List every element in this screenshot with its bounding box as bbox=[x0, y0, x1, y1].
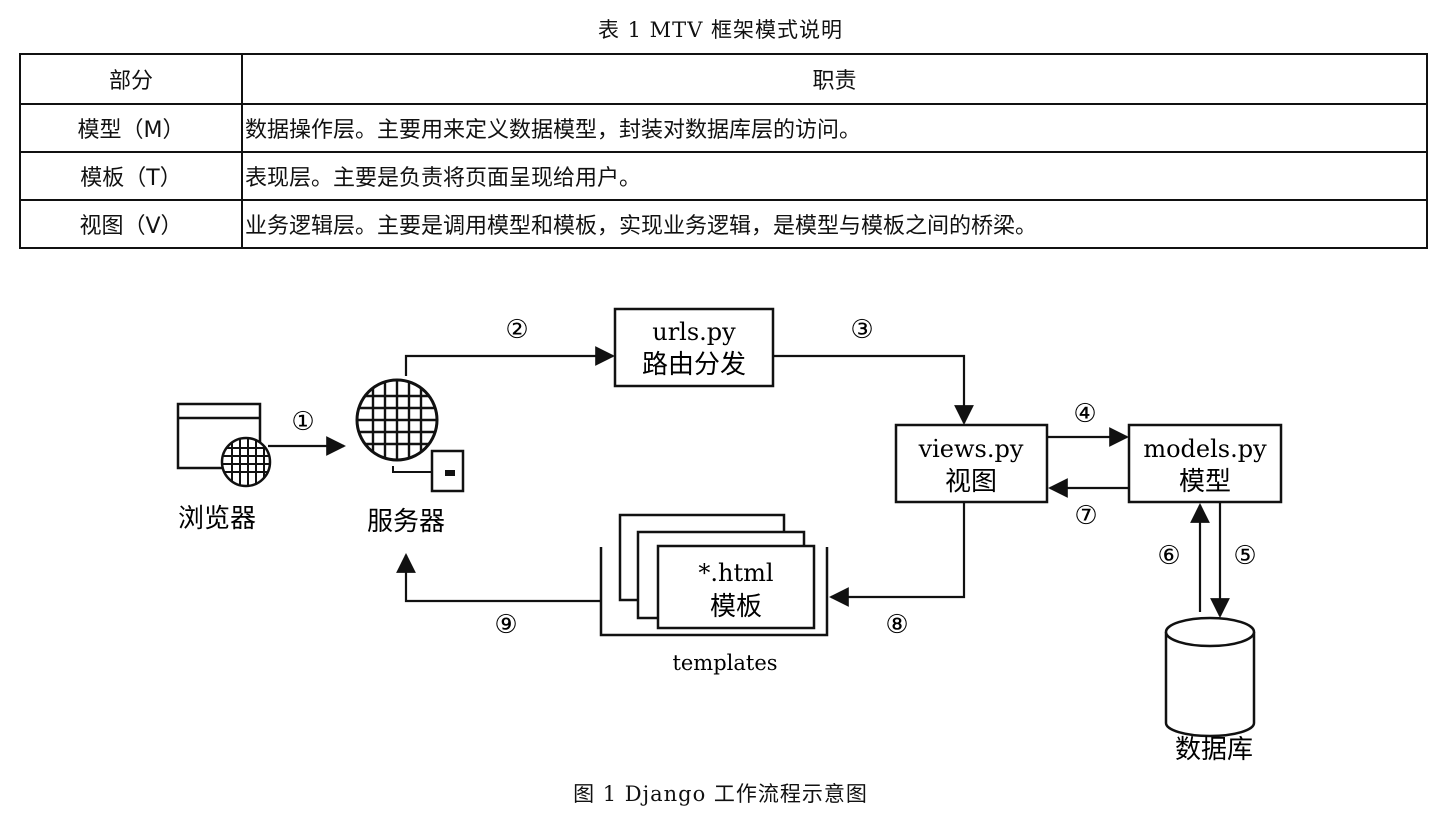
templates-group-label: templates bbox=[672, 651, 777, 675]
views-role: 视图 bbox=[945, 467, 997, 497]
cell-part: 模型（M） bbox=[19, 103, 243, 153]
templates-filename: *.html bbox=[698, 559, 773, 587]
cell-duty: 业务逻辑层。主要是调用模型和模板，实现业务逻辑，是模型与模板之间的桥梁。 bbox=[241, 199, 1428, 249]
step-9-label: ⑨ bbox=[494, 610, 517, 640]
step-7-label: ⑦ bbox=[1074, 501, 1097, 531]
models-role: 模型 bbox=[1179, 467, 1231, 497]
urls-filename: urls.py bbox=[652, 318, 736, 346]
database-label: 数据库 bbox=[1175, 735, 1253, 765]
step-5-label: ⑤ bbox=[1233, 541, 1256, 571]
views-filename: views.py bbox=[918, 435, 1024, 463]
urls-router-box: urls.py 路由分发 bbox=[613, 307, 775, 388]
arrow-step-3 bbox=[773, 354, 974, 425]
step-2-label: ② bbox=[505, 315, 528, 345]
table-row: 模型（M） 数据操作层。主要用来定义数据模型，封装对数据库层的访问。 bbox=[19, 103, 1428, 153]
templates-stack: *.html 模板 templates bbox=[599, 513, 829, 675]
server-label: 服务器 bbox=[367, 507, 445, 537]
cell-part: 模板（T） bbox=[19, 151, 243, 201]
browser-window-globe-icon bbox=[176, 402, 272, 488]
arrow-step-2 bbox=[404, 346, 615, 376]
django-workflow-diagram: 浏览器 服务器 urls.py 路由分发 views.py 视图 bbox=[176, 307, 1283, 765]
cell-part: 视图（V） bbox=[19, 199, 243, 249]
models-box: models.py 模型 bbox=[1127, 423, 1283, 504]
templates-role: 模板 bbox=[710, 592, 762, 622]
step-8-label: ⑧ bbox=[885, 610, 908, 640]
globe-server-icon bbox=[355, 378, 465, 493]
cell-duty: 数据操作层。主要用来定义数据模型，封装对数据库层的访问。 bbox=[241, 103, 1428, 153]
database-cylinder-icon bbox=[1164, 616, 1256, 738]
models-filename: models.py bbox=[1143, 435, 1267, 463]
figure-caption: 图 1 Django 工作流程示意图 bbox=[573, 782, 868, 806]
column-header-part: 部分 bbox=[19, 53, 243, 105]
browser-label: 浏览器 bbox=[178, 504, 256, 534]
urls-role: 路由分发 bbox=[642, 350, 746, 380]
step-4-label: ④ bbox=[1073, 399, 1096, 429]
step-3-label: ③ bbox=[850, 315, 873, 345]
column-header-duty: 职责 bbox=[241, 53, 1428, 105]
arrow-step-8 bbox=[829, 502, 966, 607]
table-caption: 表 1 MTV 框架模式说明 bbox=[597, 18, 844, 42]
arrow-step-9 bbox=[396, 553, 601, 603]
cell-duty: 表现层。主要是负责将页面呈现给用户。 bbox=[241, 151, 1428, 201]
step-1-label: ① bbox=[291, 407, 314, 437]
mtv-table: 部分 职责 模型（M） 数据操作层。主要用来定义数据模型，封装对数据库层的访问。… bbox=[19, 53, 1428, 249]
table-header-row: 部分 职责 bbox=[19, 53, 1428, 105]
views-box: views.py 视图 bbox=[894, 423, 1049, 504]
table-row: 模板（T） 表现层。主要是负责将页面呈现给用户。 bbox=[19, 151, 1428, 201]
step-6-label: ⑥ bbox=[1157, 541, 1180, 571]
table-row: 视图（V） 业务逻辑层。主要是调用模型和模板，实现业务逻辑，是模型与模板之间的桥… bbox=[19, 199, 1428, 249]
